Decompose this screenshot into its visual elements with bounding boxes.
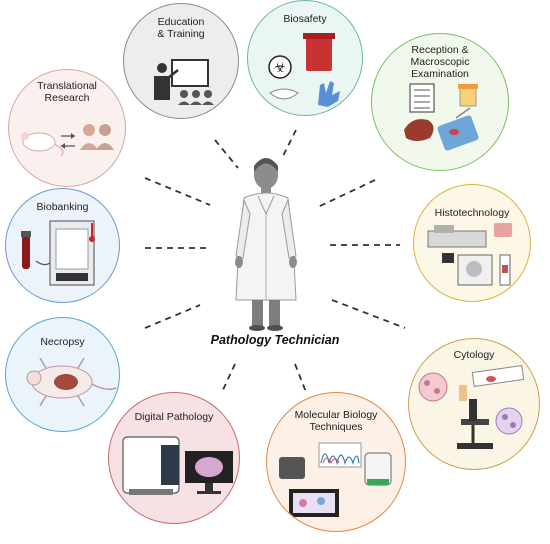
reception-specimens-icon bbox=[404, 83, 479, 151]
topic-cytology: Cytology bbox=[408, 338, 540, 470]
topic-title: Histotechnology bbox=[434, 207, 510, 219]
connector-digital bbox=[221, 363, 236, 393]
topic-reception-macroscopic-examination: Reception & Macroscopic Examination bbox=[371, 33, 509, 171]
freezer-and-blood-tube-icon bbox=[21, 220, 95, 286]
topic-molecular-biology-techniques: Molecular Biology Techniques bbox=[266, 392, 406, 532]
connector-biosafety bbox=[281, 129, 297, 159]
topic-title: Necropsy bbox=[40, 336, 85, 348]
topic-education-training: Education & Training bbox=[123, 3, 239, 119]
histology-equipment-icon bbox=[427, 223, 512, 286]
topic-title: Digital Pathology bbox=[134, 411, 214, 423]
center-title: Pathology Technician bbox=[210, 333, 340, 347]
mouse-necropsy-icon bbox=[26, 357, 117, 407]
topic-title: Biobanking bbox=[36, 201, 89, 213]
svg-text:☣: ☣ bbox=[274, 60, 287, 76]
topic-biosafety: Biosafety ☣ bbox=[247, 0, 363, 116]
topic-title: Biosafety bbox=[283, 13, 327, 25]
slide-scanner-monitor-icon bbox=[122, 436, 233, 495]
topic-translational-research: Translational Research bbox=[8, 69, 126, 187]
topic-biobanking: Biobanking bbox=[5, 188, 120, 303]
connector-cytology bbox=[331, 299, 406, 329]
topic-necropsy: Necropsy bbox=[5, 317, 120, 432]
connector-translational bbox=[144, 177, 211, 206]
connector-molecular bbox=[294, 363, 307, 393]
topic-title: Translational Research bbox=[37, 80, 97, 104]
topic-title: Cytology bbox=[453, 349, 495, 361]
molecular-equipment-icon bbox=[279, 442, 392, 517]
biosafety-equipment-icon: ☣ bbox=[268, 33, 340, 107]
topic-title: Reception & Macroscopic Examination bbox=[410, 44, 470, 80]
mouse-and-people-icon bbox=[21, 124, 114, 157]
teacher-board-icon bbox=[154, 59, 214, 105]
topic-digital-pathology: Digital Pathology bbox=[108, 392, 240, 524]
topic-title: Molecular Biology Techniques bbox=[294, 409, 378, 433]
cytology-microscope-icon bbox=[418, 365, 525, 449]
connector-necropsy bbox=[144, 304, 201, 329]
topic-histotechnology: Histotechnology bbox=[413, 184, 531, 302]
topic-title: Education & Training bbox=[157, 16, 205, 40]
